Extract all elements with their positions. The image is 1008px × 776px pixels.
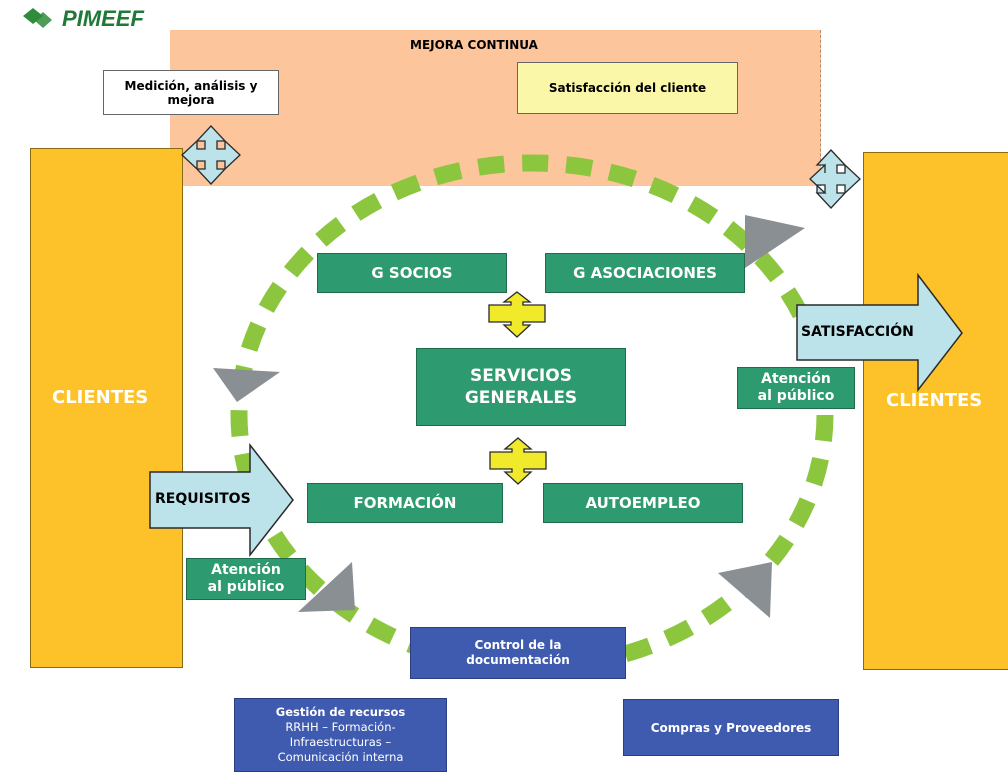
move-arrows-icon-right	[809, 149, 861, 209]
atencion-right-line2: al público	[757, 388, 835, 404]
servicios-line1: SERVICIOS	[470, 366, 572, 386]
medicion-box: Medición, análisis y mejora	[103, 70, 279, 115]
servicios-line2: GENERALES	[464, 388, 578, 408]
requisitos-label: REQUISITOS	[155, 491, 251, 507]
clientes-right-column	[863, 152, 1008, 670]
medicion-label: Medición, análisis y mejora	[124, 78, 258, 107]
pimeef-logo-icon	[23, 8, 52, 28]
compras-proveedores-box: Compras y Proveedores	[623, 699, 839, 756]
atencion-right-line1: Atención	[761, 371, 831, 387]
control-line2: documentación	[466, 653, 570, 667]
autoempleo-label: AUTOEMPLEO	[585, 494, 701, 512]
g-asociaciones-box: G ASOCIACIONES	[545, 253, 745, 293]
mejora-continua-title: MEJORA CONTINUA	[410, 38, 538, 52]
move-arrows-icon-left	[181, 125, 241, 185]
formacion-label: FORMACIÓN	[353, 494, 457, 512]
gestion-title: Gestión de recursos	[275, 705, 406, 719]
satisfaccion-arrow	[796, 272, 963, 393]
clientes-left-label: CLIENTES	[52, 387, 149, 408]
satisfaccion-label: SATISFACCIÓN	[801, 324, 914, 340]
yellow-connector-icon-bottom	[489, 437, 547, 485]
g-socios-box: G SOCIOS	[317, 253, 507, 293]
gestion-line3: Comunicación interna	[277, 750, 404, 764]
continuous-improvement-ring	[230, 154, 834, 676]
clientes-left-column	[30, 148, 183, 668]
atencion-left-line1: Atención	[211, 562, 281, 578]
compras-label: Compras y Proveedores	[650, 720, 812, 735]
atencion-left-line2: al público	[207, 579, 285, 595]
clientes-right-label: CLIENTES	[886, 390, 983, 411]
cycle-arrow-left	[213, 368, 280, 402]
autoempleo-box: AUTOEMPLEO	[543, 483, 743, 523]
satisfaccion-cliente-label: Satisfacción del cliente	[548, 81, 707, 95]
gestion-line2: Infraestructuras –	[289, 735, 392, 749]
cycle-arrow-bottom-right	[718, 562, 772, 618]
requisitos-arrow	[149, 442, 294, 558]
control-line1: Control de la	[474, 638, 562, 652]
cycle-arrow-bottom-left	[298, 562, 355, 612]
g-socios-label: G SOCIOS	[371, 264, 453, 282]
yellow-connector-icon-top	[488, 291, 546, 338]
atencion-publico-left: Atención al público	[186, 558, 306, 600]
formacion-box: FORMACIÓN	[307, 483, 503, 523]
gestion-recursos-box: Gestión de recursos RRHH – Formación- In…	[234, 698, 447, 772]
gestion-line1: RRHH – Formación-	[285, 720, 396, 734]
atencion-publico-right: Atención al público	[737, 367, 855, 409]
servicios-generales-box: SERVICIOS GENERALES	[416, 348, 626, 426]
logo-text: PIMEEF	[62, 6, 144, 31]
control-documentacion-box: Control de la documentación	[410, 627, 626, 679]
satisfaccion-cliente-box: Satisfacción del cliente	[517, 62, 738, 114]
cycle-arrow-top-right	[745, 215, 805, 268]
g-asociaciones-label: G ASOCIACIONES	[573, 264, 717, 282]
